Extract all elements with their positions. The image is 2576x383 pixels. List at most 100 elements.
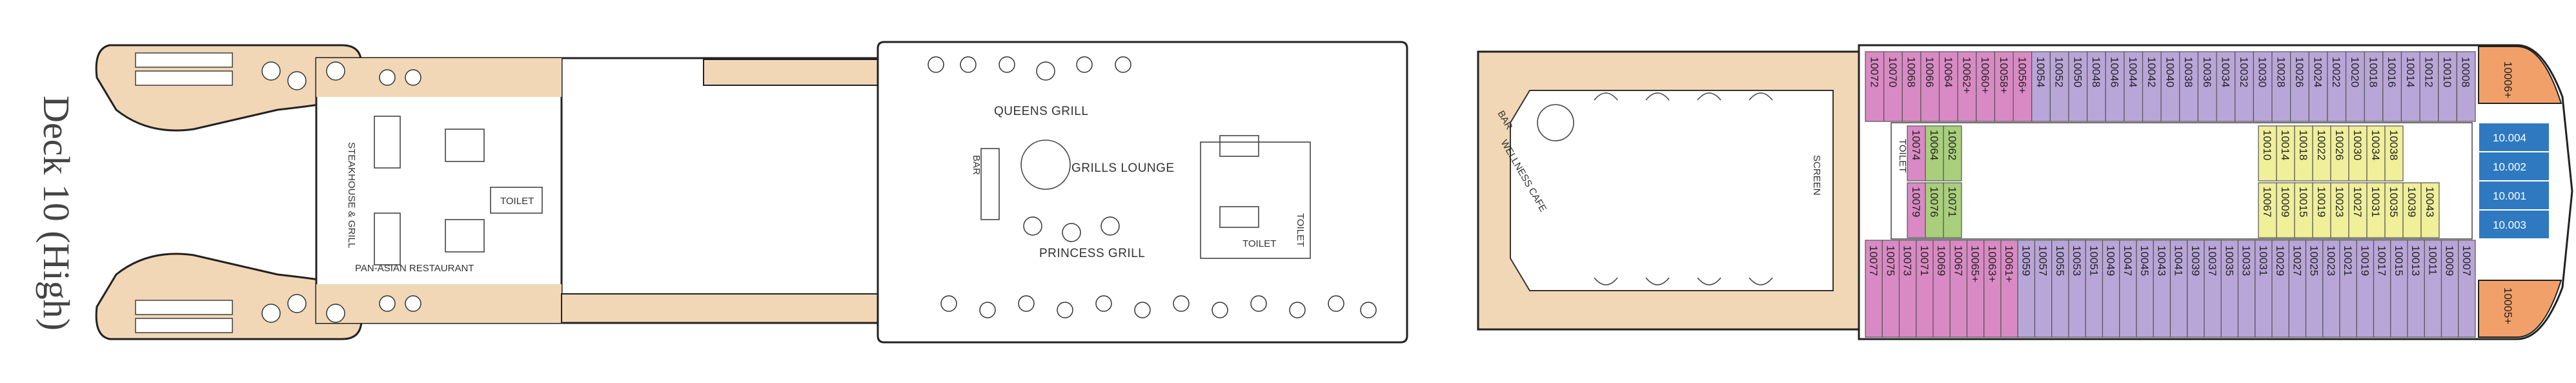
grills-kitchen	[1200, 141, 1311, 259]
aft-lower-deck	[95, 253, 363, 340]
cabin-bottom[interactable]	[2458, 240, 2476, 338]
cabin-number: 10047	[2122, 245, 2134, 276]
cabin-bottom[interactable]	[1949, 240, 1968, 338]
cabin-top[interactable]	[2400, 51, 2420, 122]
suite-cabin[interactable]	[2478, 209, 2550, 240]
cabin-number: 10019	[2358, 245, 2371, 276]
cabin-bottom[interactable]	[2288, 240, 2307, 338]
suite-cabin[interactable]	[2478, 180, 2550, 211]
cabin-mid-upper[interactable]	[2276, 125, 2295, 181]
cabin-mid-lower[interactable]	[1943, 182, 1962, 238]
cabin-mid-upper[interactable]	[2258, 125, 2277, 181]
cabin-bottom[interactable]	[2390, 240, 2408, 338]
cabin-top[interactable]	[2364, 51, 2384, 122]
cabin-bottom[interactable]	[2356, 240, 2375, 338]
cabin-top[interactable]	[2197, 51, 2217, 122]
cabin-mid-upper[interactable]	[2294, 125, 2313, 181]
cabin-mid-lower[interactable]	[1907, 182, 1926, 238]
cabin-number: 10024	[2312, 57, 2324, 87]
aft-section: STEAKHOUSE & GRILL PAN-ASIAN RESTAURANT …	[95, 44, 563, 340]
cabin-bottom[interactable]	[2085, 240, 2104, 338]
cabin-top[interactable]	[2438, 51, 2457, 122]
cabin-top[interactable]	[2271, 51, 2291, 122]
cabin-number: 10022	[2330, 57, 2342, 87]
cabin-top[interactable]	[2419, 51, 2439, 122]
cabin-number: 10039	[2406, 187, 2418, 217]
cabin-bottom[interactable]	[2102, 240, 2120, 338]
cabin-top[interactable]	[1902, 51, 1922, 122]
cabin-number: 10026	[2333, 130, 2346, 160]
cabin-bottom[interactable]	[2187, 240, 2205, 338]
cabin-top[interactable]	[1976, 51, 1996, 122]
cabin-mid-upper[interactable]	[1943, 125, 1962, 181]
cabin-top[interactable]	[2124, 51, 2144, 122]
cabin-bottom[interactable]	[2339, 240, 2357, 338]
screen-label: SCREEN	[1811, 155, 1822, 196]
cabin-number: 10025	[2308, 245, 2320, 276]
cabin-top[interactable]	[2031, 51, 2051, 122]
cabin-top[interactable]	[2105, 51, 2125, 122]
cabin-top[interactable]	[2068, 51, 2088, 122]
cabin-mid-upper[interactable]	[2366, 125, 2386, 181]
cabin-number: 10037	[2206, 245, 2218, 276]
cabin-number: 10019	[2315, 187, 2328, 217]
cabin-top[interactable]	[2142, 51, 2162, 122]
promenade-lower	[561, 293, 898, 324]
cabin-mid-upper[interactable]	[1907, 125, 1926, 181]
cabin-mid-upper[interactable]	[1925, 125, 1944, 181]
cabin-mid-lower[interactable]	[2330, 182, 2349, 238]
cabin-top[interactable]	[1883, 51, 1903, 122]
cabin-top[interactable]	[2160, 51, 2180, 122]
cabin-number: 10026	[2293, 57, 2306, 87]
cabin-mid-lower[interactable]	[2276, 182, 2295, 238]
grills-bar-label: BAR	[971, 155, 982, 175]
cabin-bottom[interactable]	[2322, 240, 2340, 338]
suite-number: 10.003	[2493, 219, 2526, 231]
cabin-mid-upper[interactable]	[2330, 125, 2349, 181]
cabin-top[interactable]	[2345, 51, 2365, 122]
cabin-mid-upper[interactable]	[2384, 125, 2404, 181]
cabin-bottom[interactable]	[2373, 240, 2391, 338]
cabin-bottom[interactable]	[1881, 240, 1900, 338]
cabin-bottom[interactable]	[1932, 240, 1951, 338]
cabin-mid-upper[interactable]	[2348, 125, 2368, 181]
cabin-top[interactable]	[1994, 51, 2014, 122]
suite-cabin[interactable]	[2478, 151, 2550, 181]
cabin-number: 10027	[2291, 245, 2303, 276]
cabin-number: 10013	[2409, 245, 2422, 276]
cabin-bottom[interactable]	[2424, 240, 2442, 338]
cabin-bottom[interactable]	[2119, 240, 2137, 338]
aft-bar-counter	[374, 116, 401, 169]
cabin-number: 10014	[2404, 57, 2417, 87]
cabin-number: 10066	[1923, 57, 1936, 87]
cabin-top[interactable]	[2327, 51, 2347, 122]
cabin-bottom[interactable]	[2034, 240, 2053, 338]
cabin-top[interactable]	[2179, 51, 2199, 122]
cabin-mid-lower[interactable]	[1925, 182, 1944, 238]
cabin-top[interactable]	[2216, 51, 2236, 122]
cabin-top[interactable]	[1938, 51, 1958, 122]
cabin-number: 10067	[2261, 187, 2273, 217]
cabin-bottom[interactable]	[1983, 240, 2002, 338]
cabin-number: 10065+	[1969, 245, 1982, 282]
cabin-number: 10054	[2034, 57, 2047, 87]
cabin-mid-lower[interactable]	[2294, 182, 2313, 238]
cabin-top[interactable]	[1957, 51, 1977, 122]
cabin-mid-lower[interactable]	[2366, 182, 2386, 238]
cabin-bottom[interactable]	[1916, 240, 1934, 338]
cabin-top[interactable]	[1865, 51, 1885, 122]
cabin-bottom[interactable]	[2271, 240, 2289, 338]
cabin-number: 10071	[1946, 187, 1958, 217]
cabin-mid-lower[interactable]	[2402, 182, 2422, 238]
cabin-mid-upper[interactable]	[2312, 125, 2331, 181]
cabin-bottom[interactable]	[2051, 240, 2069, 338]
deck-title: Deck 10 (High)	[35, 96, 77, 331]
cabin-bottom[interactable]	[2237, 240, 2256, 338]
cabin-mid-lower[interactable]	[2420, 182, 2440, 238]
cabin-bottom[interactable]	[1898, 240, 1917, 338]
cabin-number: 10060+	[1979, 57, 1991, 94]
suite-cabin[interactable]	[2478, 122, 2550, 152]
cabin-mid-lower[interactable]	[2312, 182, 2331, 238]
cabin-number: 10021	[2342, 245, 2354, 276]
cabin-top[interactable]	[2456, 51, 2476, 122]
